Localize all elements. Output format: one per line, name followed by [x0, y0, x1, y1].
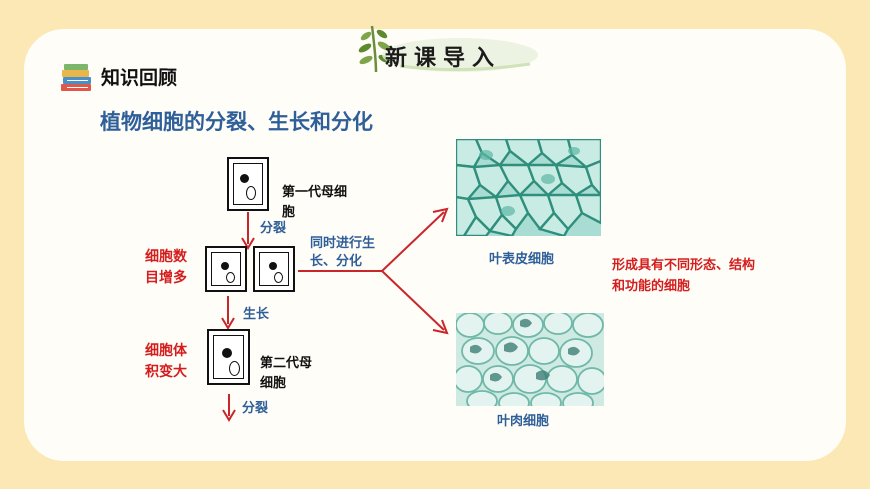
- second-mother-cell: [207, 329, 250, 385]
- first-mother-cell: [227, 157, 269, 211]
- first-mother-cell-label: 第一代母细胞: [282, 185, 348, 220]
- simultaneous-label: 同时进行生长、分化: [310, 236, 376, 269]
- epidermis-micrograph: [456, 139, 601, 236]
- divide-label-2: 分裂: [242, 401, 269, 416]
- books-icon: [61, 64, 91, 91]
- mesophyll-label: 叶肉细胞: [497, 414, 550, 429]
- banner-backdrop: [382, 38, 538, 72]
- section-title: 知识回顾: [101, 67, 178, 89]
- grow-label: 生长: [243, 307, 270, 322]
- down-arrow-icon: [241, 212, 255, 250]
- daughter-cell-right: [253, 246, 295, 292]
- result-label: 形成具有不同形态、结构和功能的细胞: [612, 258, 756, 294]
- mesophyll-micrograph: [456, 313, 604, 406]
- daughter-cell-left: [205, 246, 247, 292]
- volume-increase-label: 细胞体积变大: [145, 343, 187, 380]
- epidermis-label: 叶表皮细胞: [489, 252, 555, 267]
- second-mother-cell-label: 第二代母细胞: [260, 356, 313, 391]
- content-card: [24, 29, 846, 461]
- down-arrow-icon: [222, 394, 236, 422]
- cell-count-increase-label: 细胞数目增多: [145, 249, 187, 286]
- down-arrow-icon: [221, 296, 235, 330]
- page-subtitle: 植物细胞的分裂、生长和分化: [100, 110, 373, 134]
- banner-title: 新课导入: [385, 46, 502, 71]
- branch-arrows: [298, 207, 449, 335]
- divide-label-1: 分裂: [260, 221, 287, 236]
